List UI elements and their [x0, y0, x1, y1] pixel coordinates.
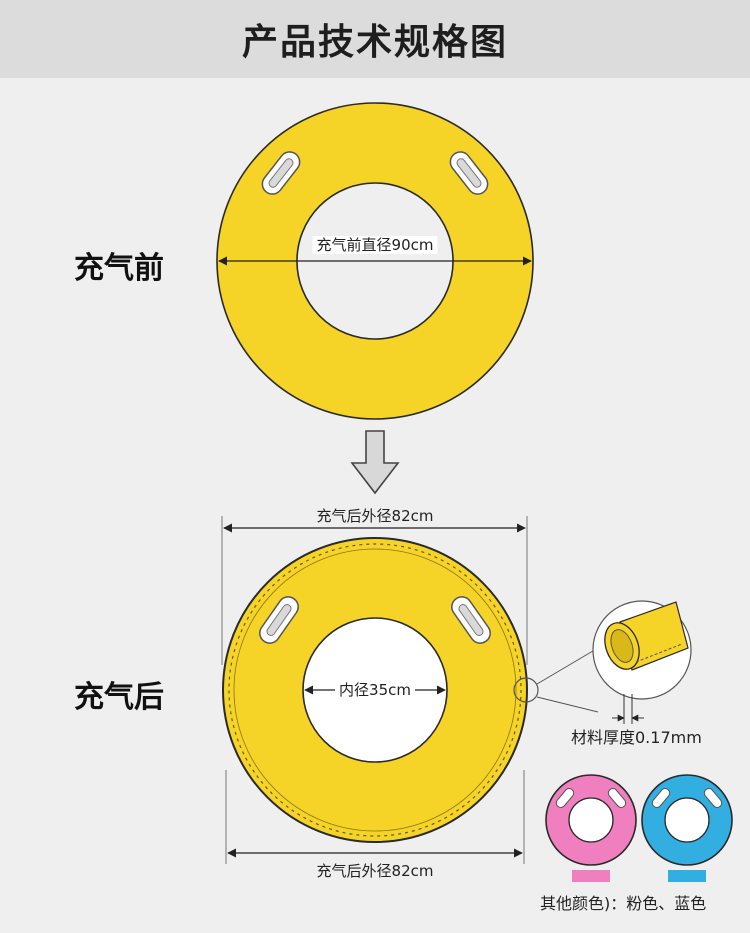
page-title: 产品技术规格图: [241, 22, 508, 63]
page-header: 产品技术规格图: [0, 0, 750, 78]
left-handle-icon: [261, 151, 301, 195]
blue-variant-ring: [641, 774, 733, 866]
after-bottom-outer-text: 充气后外径82cm: [312, 862, 438, 880]
left-handle-icon: [259, 596, 299, 644]
after-inflation-label: 充气后: [74, 680, 164, 715]
right-handle-icon: [449, 151, 489, 195]
after-top-dimension: [221, 516, 528, 665]
deflated-ring: [216, 102, 534, 420]
pink-swatch: [572, 870, 610, 882]
inner-diameter-text: 内径35cm: [335, 681, 415, 699]
right-handle-icon: [451, 596, 491, 644]
before-inflation-label: 充气前: [74, 251, 164, 286]
blue-swatch: [668, 870, 706, 882]
other-colors-text: 其他颜色)：粉色、蓝色: [540, 894, 707, 913]
material-detail-callout: [513, 600, 692, 724]
material-thickness-text: 材料厚度0.17mm: [571, 728, 702, 747]
after-bottom-dimension: [225, 770, 525, 864]
down-arrow-icon: [350, 430, 400, 495]
before-diameter-text: 充气前直径90cm: [312, 236, 438, 254]
pink-variant-ring: [545, 774, 637, 866]
after-top-outer-text: 充气后外径82cm: [312, 507, 438, 525]
